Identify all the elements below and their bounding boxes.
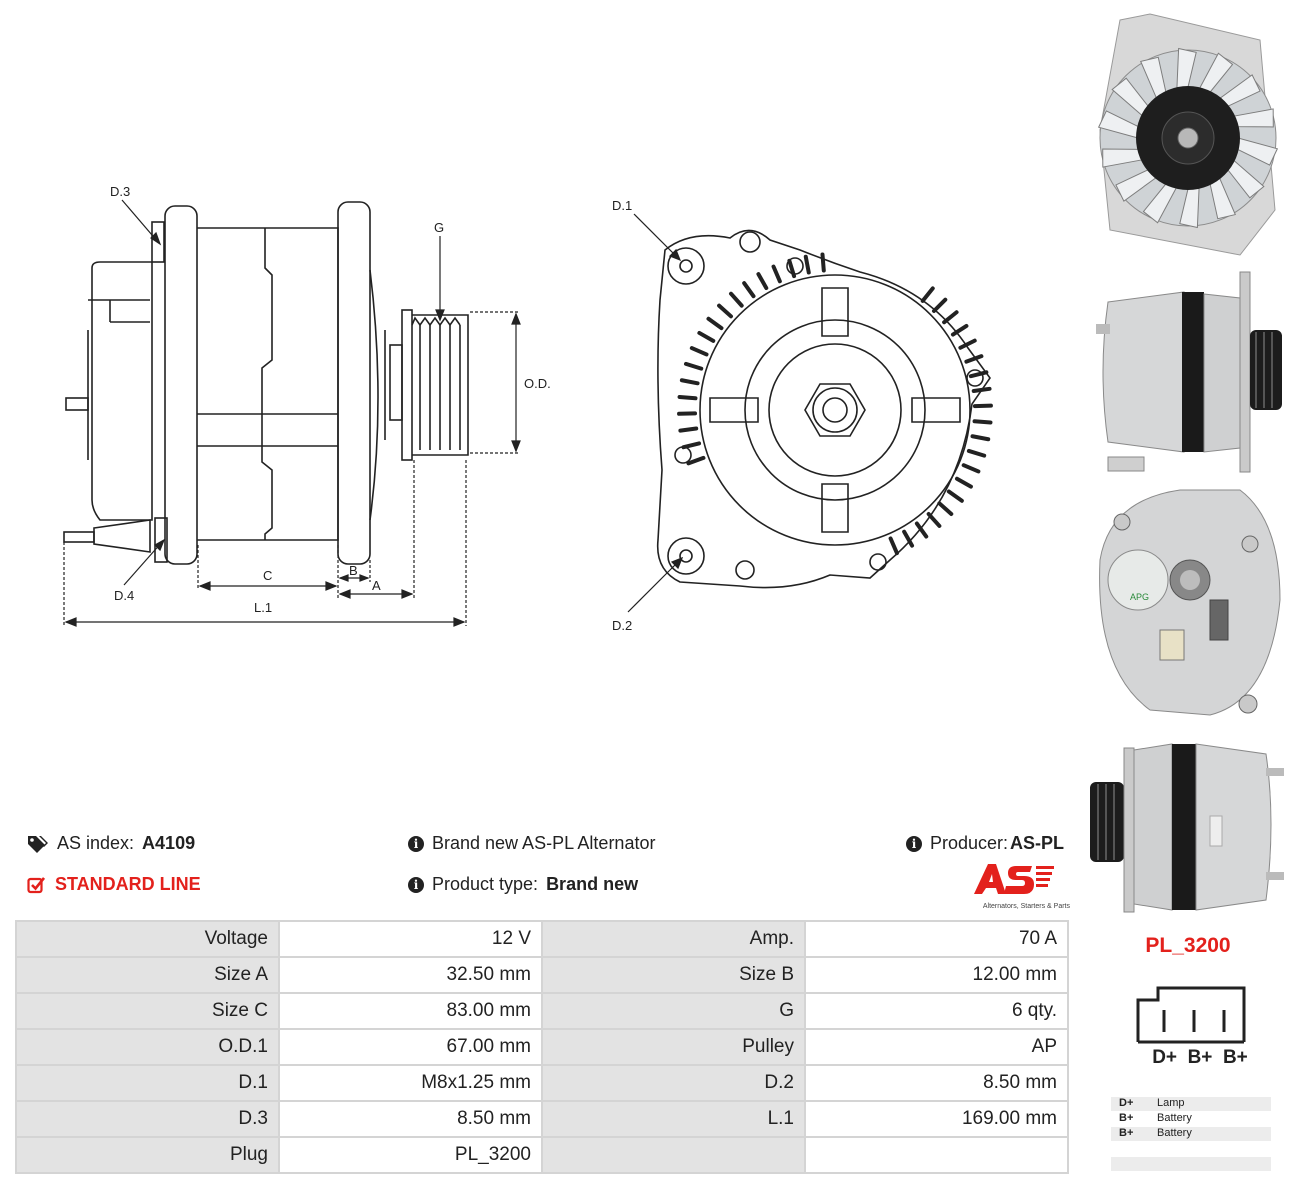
product-type: i Product type: Brand new xyxy=(408,874,638,895)
spec-value: AP xyxy=(804,1028,1069,1066)
plug-legend-desc: Lamp xyxy=(1157,1097,1185,1109)
photo-side xyxy=(1096,271,1282,473)
label-c: C xyxy=(263,568,272,583)
photo-side-rear xyxy=(1090,743,1284,913)
spec-value: M8x1.25 mm xyxy=(278,1064,543,1102)
spec-value: 70 A xyxy=(804,920,1069,958)
as-index-label: AS index: xyxy=(57,833,135,853)
logo-tagline: Alternators, Starters & Parts xyxy=(982,903,1070,910)
spec-value: 83.00 mm xyxy=(278,992,543,1030)
as-logo-mark xyxy=(974,864,1054,894)
spec-value: PL_3200 xyxy=(278,1136,543,1174)
plug-title: PL_3200 xyxy=(1145,934,1231,957)
plug-legend-pin: B+ xyxy=(1119,1112,1134,1124)
spec-value: 12 V xyxy=(278,920,543,958)
label-g: G xyxy=(434,220,444,235)
spec-value: 169.00 mm xyxy=(804,1100,1069,1138)
spec-value: 6 qty. xyxy=(804,992,1069,1030)
spec-key: D.2 xyxy=(541,1064,806,1102)
photo-rear: APG xyxy=(1099,489,1281,716)
as-index: AS index: A4109 xyxy=(27,833,195,854)
plug-legend-desc: Battery xyxy=(1157,1127,1192,1139)
spec-key: D.1 xyxy=(15,1064,280,1102)
spec-key: G xyxy=(541,992,806,1030)
label-d2: D.2 xyxy=(612,618,632,633)
spec-key: O.D.1 xyxy=(15,1028,280,1066)
plug-connector-icon xyxy=(1136,986,1246,1044)
brand-info: i Brand new AS-PL Alternator xyxy=(408,833,655,854)
plug-legend-pin: D+ xyxy=(1119,1097,1134,1109)
spec-key: Size B xyxy=(541,956,806,994)
tags-icon xyxy=(28,835,48,853)
standard-line-label: STANDARD LINE xyxy=(55,874,201,894)
spec-key xyxy=(541,1136,806,1174)
spec-value xyxy=(804,1136,1069,1174)
spec-value: 8.50 mm xyxy=(278,1100,543,1138)
plug-pins: D+ B+ B+ xyxy=(1152,1047,1248,1068)
label-d1: D.1 xyxy=(612,198,632,213)
spec-key: Voltage xyxy=(15,920,280,958)
info-icon: i xyxy=(408,835,424,852)
label-b: B xyxy=(349,563,358,578)
checkbox-icon xyxy=(27,876,45,893)
label-d3: D.3 xyxy=(110,184,130,199)
svg-text:APG: APG xyxy=(1130,592,1149,602)
plug-legend-pin: B+ xyxy=(1119,1127,1134,1139)
as-index-value: A4109 xyxy=(142,833,196,853)
spec-value: 32.50 mm xyxy=(278,956,543,994)
spec-key: L.1 xyxy=(541,1100,806,1138)
spec-key: Plug xyxy=(15,1136,280,1174)
spec-key: Size A xyxy=(15,956,280,994)
plug-legend-row: B+ Battery xyxy=(1111,1112,1271,1126)
producer: i Producer: AS-PL xyxy=(906,833,1064,854)
info-icon: i xyxy=(408,876,424,893)
plug-legend-desc: Battery xyxy=(1157,1112,1192,1124)
spec-key: D.3 xyxy=(15,1100,280,1138)
brand-text: Brand new AS-PL Alternator xyxy=(432,833,656,853)
spec-key: Amp. xyxy=(541,920,806,958)
spec-key: Pulley xyxy=(541,1028,806,1066)
standard-line: STANDARD LINE xyxy=(27,874,201,895)
spec-key: Size C xyxy=(15,992,280,1030)
spec-value: 12.00 mm xyxy=(804,956,1069,994)
label-l1: L.1 xyxy=(254,600,272,615)
plug-legend-row: B+ Battery xyxy=(1111,1127,1271,1141)
spec-value: 8.50 mm xyxy=(804,1064,1069,1102)
producer-value: AS-PL xyxy=(1010,833,1065,853)
spec-value: 67.00 mm xyxy=(278,1028,543,1066)
side-view-drawing: D.3 D.4 G O.D.1 C B A L.1 xyxy=(63,184,550,627)
product-type-label: Product type: xyxy=(432,874,539,894)
plug-legend-row: D+ Lamp xyxy=(1111,1097,1271,1111)
product-type-value: Brand new xyxy=(546,874,639,894)
producer-label: Producer: xyxy=(930,833,1009,853)
plug-legend-empty-row xyxy=(1111,1157,1271,1171)
asp-logo: Alternators, Starters & Parts xyxy=(962,862,1070,910)
photo-front xyxy=(1097,13,1279,256)
label-a: A xyxy=(372,578,381,593)
info-icon: i xyxy=(906,835,922,852)
label-od1: O.D.1 xyxy=(524,376,550,391)
front-view-drawing: D.1 D.2 xyxy=(612,198,993,633)
label-d4: D.4 xyxy=(114,588,134,603)
